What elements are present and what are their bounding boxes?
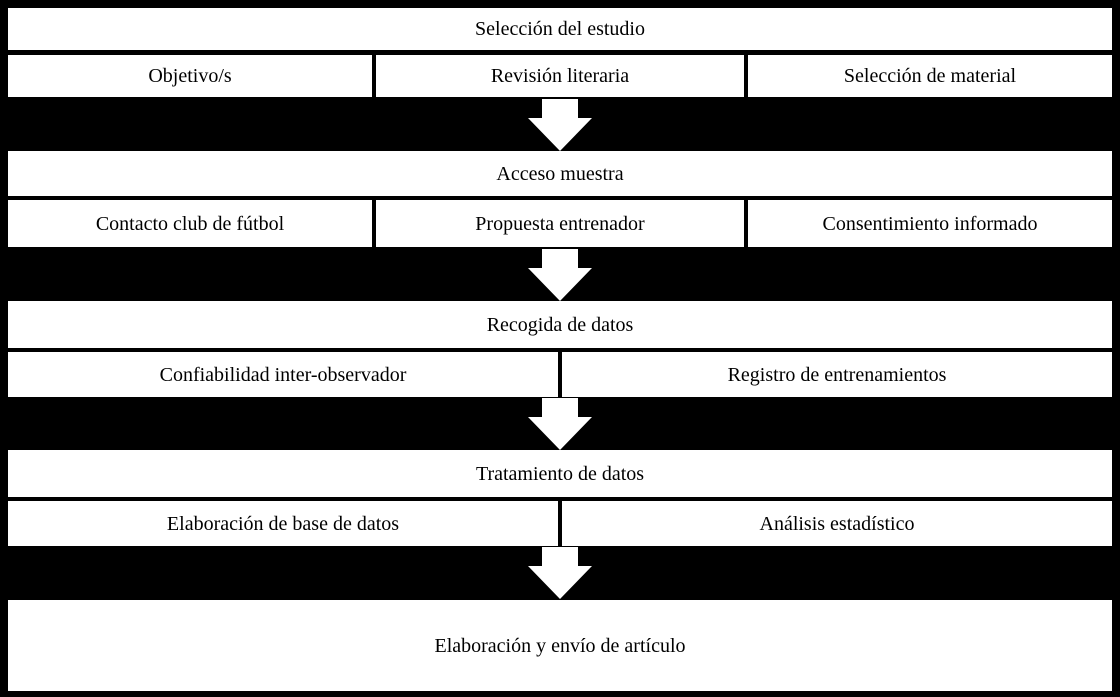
- down-arrow-icon: [528, 547, 592, 599]
- stage-header-seleccion-del-estudio: Selección del estudio: [8, 8, 1112, 50]
- stage-item-revision-literaria: Revisión literaria: [376, 55, 744, 97]
- stage-item-propuesta-entrenador: Propuesta entrenador: [376, 200, 744, 247]
- stage-item-consentimiento-informado: Consentimiento informado: [748, 200, 1112, 247]
- stage-header-recogida-de-datos: Recogida de datos: [8, 301, 1112, 348]
- stage-item-registro-de-entrenamientos: Registro de entrenamientos: [562, 352, 1112, 397]
- stage-item-analisis-estadistico: Análisis estadístico: [562, 501, 1112, 546]
- down-arrow-icon: [528, 398, 592, 450]
- down-arrow-icon: [528, 99, 592, 151]
- stage-header-tratamiento-de-datos: Tratamiento de datos: [8, 450, 1112, 497]
- stage-item-confiabilidad-inter-observador: Confiabilidad inter-observador: [8, 352, 558, 397]
- stage-item-contacto-club-de-futbol: Contacto club de fútbol: [8, 200, 372, 247]
- stage-header-elaboracion-y-envio-de-articulo: Elaboración y envío de artículo: [8, 600, 1112, 691]
- down-arrow-icon: [528, 249, 592, 301]
- stage-header-acceso-muestra: Acceso muestra: [8, 151, 1112, 196]
- stage-item-objetivos: Objetivo/s: [8, 55, 372, 97]
- stage-item-elaboracion-de-base-de-datos: Elaboración de base de datos: [8, 501, 558, 546]
- stage-item-seleccion-de-material: Selección de material: [748, 55, 1112, 97]
